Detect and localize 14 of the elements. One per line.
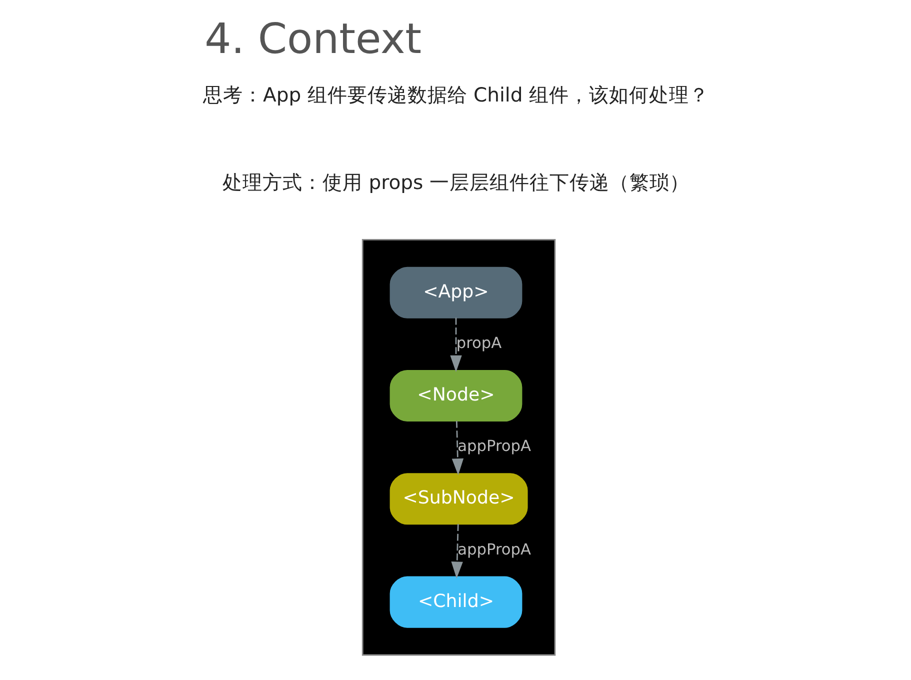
edge-label: appPropA <box>457 437 531 456</box>
edge-label: appPropA <box>457 540 531 558</box>
node-box: <SubNode> <box>389 473 528 525</box>
arrow <box>451 420 464 476</box>
arrow <box>450 524 462 578</box>
node-box: <Node> <box>389 370 522 422</box>
cluster <box>361 238 556 656</box>
node-box: <App> <box>389 266 522 318</box>
node-box: <Child> <box>389 576 522 628</box>
edge-label: propA <box>456 334 502 352</box>
diagram-title: 4. Context <box>204 14 422 63</box>
label: 思考：App 组件要传递数据给 Child 组件，该如何处理？ <box>202 83 708 106</box>
label: 处理方式：使用 props 一层层组件往下传递（繁琐） <box>222 171 689 194</box>
arrow <box>450 318 462 372</box>
